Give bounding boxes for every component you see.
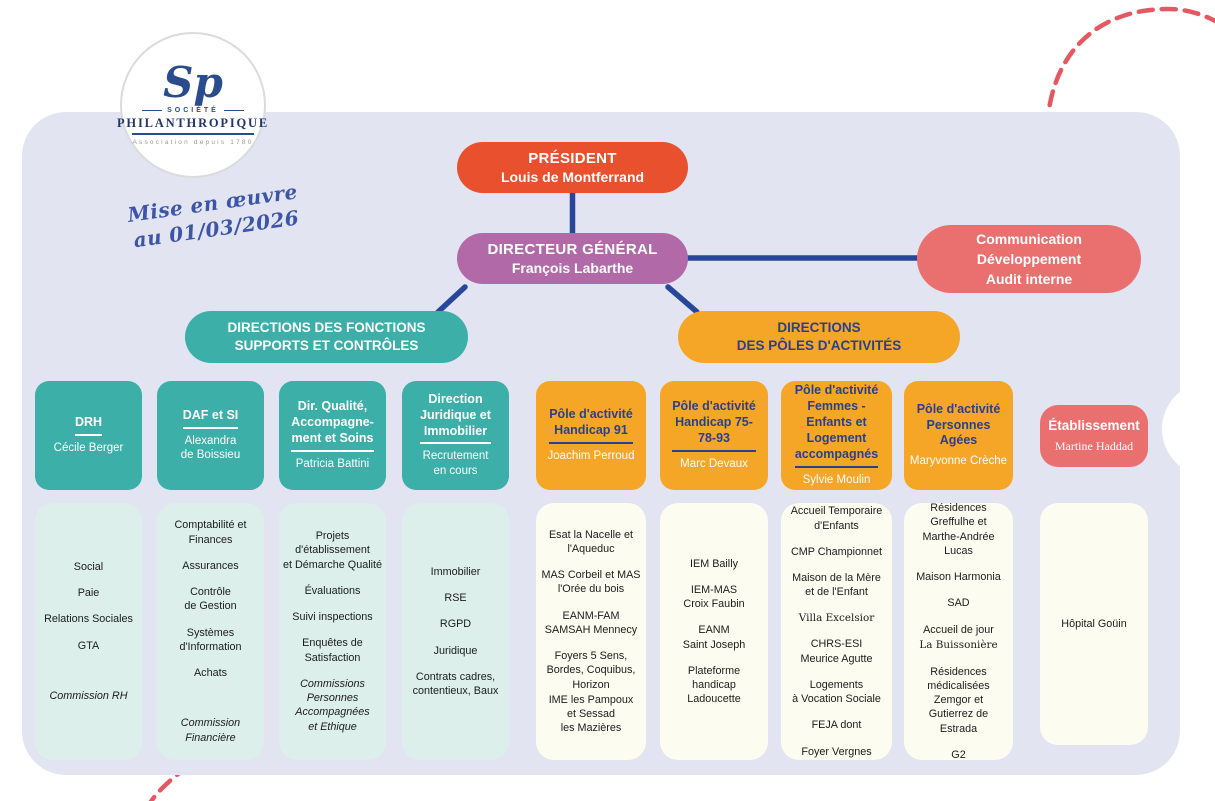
list-item: Commissions Personnes Accompagnées et Et… xyxy=(295,677,370,733)
list-item: RGPD xyxy=(439,618,472,631)
list-item: Juridique xyxy=(433,644,478,657)
column-name: Alexandra de Boissieu xyxy=(180,434,241,462)
list-item: Plateforme handicap Ladoucette xyxy=(687,664,741,706)
list-item: CHRS-ESI Meurice Agutte xyxy=(800,638,873,665)
list-item: GTA xyxy=(77,639,100,652)
branch-poles-activites: DIRECTIONS DES PÔLES D'ACTIVITÉS xyxy=(678,311,960,363)
list-item: Contrats cadres, contentieux, Baux xyxy=(412,670,499,697)
logo-monogram: Sp xyxy=(163,58,223,107)
director-title: DIRECTEUR GÉNÉRAL xyxy=(487,241,658,258)
list-item: Systèmes d'Information xyxy=(179,626,242,653)
list-item: SAD xyxy=(947,597,970,610)
list-item: Foyer Vergnes xyxy=(801,745,872,758)
president-title: PRÉSIDENT xyxy=(528,150,617,167)
list-item: G2 xyxy=(951,748,966,761)
logo-name: PHILANTHROPIQUE xyxy=(117,116,270,130)
column-title: Établissement xyxy=(1048,418,1140,434)
director-name: François Labarthe xyxy=(511,260,634,276)
list-item: La Buissonière xyxy=(919,638,998,651)
list-item: Contrôle de Gestion xyxy=(184,586,237,613)
logo-tagline: Association depuis 1780 xyxy=(132,139,254,146)
list-item: Social xyxy=(73,560,104,573)
column-title: DAF et SI xyxy=(182,408,239,429)
company-logo: Sp SOCIÉTÉ PHILANTHROPIQUE Association d… xyxy=(117,32,270,178)
dashed-arc-top-right xyxy=(1044,6,1215,131)
column-title: DRH xyxy=(74,415,103,436)
column-name: Sylvie Moulin xyxy=(802,473,871,486)
column-name: Recrutement en cours xyxy=(422,450,489,478)
list-item: Maison de la Mère et de l'Enfant xyxy=(792,572,881,599)
list-item: Esat la Nacelle et l'Aqueduc xyxy=(548,528,634,555)
list-item: Assurances xyxy=(182,559,239,572)
list-item: IEM-MAS Croix Faubin xyxy=(683,583,745,610)
list-item: CMP Championnet xyxy=(790,545,883,558)
list-item: Accueil Temporaire d'Enfants xyxy=(790,505,883,532)
list-item: Relations Sociales xyxy=(44,613,133,626)
column-list-qualite: Projets d'établissement et Démarche Qual… xyxy=(279,503,386,760)
column-name: Patricia Battini xyxy=(295,457,370,470)
column-title: Pôle d'activité Handicap 91 xyxy=(549,407,633,444)
column-title: Pôle d'activité Femmes - Enfants et Loge… xyxy=(794,383,879,468)
list-item: FEJA dont xyxy=(811,719,862,732)
column-name: Marc Devaux xyxy=(680,457,748,470)
column-list-personnes-agees: Résidences Greffulhe et Marthe-Andrée Lu… xyxy=(904,502,1013,761)
staff-functions-box: Communication Développement Audit intern… xyxy=(917,225,1141,293)
president-box: PRÉSIDENT Louis de Montferrand xyxy=(457,142,688,193)
column-name: Joachim Perroud xyxy=(547,449,635,462)
list-item: Suivi inspections xyxy=(292,611,373,624)
list-item: Villa Excelsior xyxy=(798,611,875,624)
president-name: Louis de Montferrand xyxy=(500,169,645,185)
list-item: Foyers 5 Sens, Bordes, Coquibus, Horizon xyxy=(546,650,636,691)
list-item: Logements à Vocation Sociale xyxy=(792,678,881,705)
list-item: Paie xyxy=(77,587,100,600)
list-item: EANM-FAM SAMSAH Mennecy xyxy=(544,609,638,636)
list-item: Enquêtes de Satisfaction xyxy=(302,637,363,664)
director-general-box: DIRECTEUR GÉNÉRAL François Labarthe xyxy=(457,233,688,284)
list-item: Commission Financière xyxy=(180,717,241,744)
list-item: Commission RH xyxy=(49,689,128,702)
column-name: Maryvonne Crèche xyxy=(909,455,1008,468)
column-header-drh: DRH Cécile Berger xyxy=(35,381,142,490)
list-item: MAS Corbeil et MAS l'Orée du bois xyxy=(541,569,641,596)
list-item: Accueil de jour xyxy=(923,623,994,636)
column-title: Pôle d'activité Handicap 75- 78-93 xyxy=(672,399,756,452)
column-name: Cécile Berger xyxy=(53,441,124,454)
column-list-etablissement: Hôpital Goüin xyxy=(1040,503,1148,745)
list-item: Maison Harmonia xyxy=(916,571,1001,584)
branch-supports-controles: DIRECTIONS DES FONCTIONS SUPPORTS ET CON… xyxy=(185,311,468,363)
list-item: Achats xyxy=(193,667,227,679)
logo-rule xyxy=(132,133,254,135)
list-item: IEM Bailly xyxy=(690,557,738,570)
list-item: Projets d'établissement et Démarche Qual… xyxy=(282,530,383,571)
logo-society-label: SOCIÉTÉ xyxy=(142,107,244,114)
column-header-handicap-91: Pôle d'activité Handicap 91 Joachim Perro… xyxy=(536,381,646,490)
column-header-daf-si: DAF et SI Alexandra de Boissieu xyxy=(157,381,264,490)
column-header-femmes-enfants-logement: Pôle d'activité Femmes - Enfants et Loge… xyxy=(781,381,892,490)
column-title: Dir. Qualité, Accompagne- ment et Soins xyxy=(291,399,374,452)
list-item: Comptabilité et Finances xyxy=(174,519,247,546)
list-item: EANM Saint Joseph xyxy=(682,624,746,651)
list-item: Hôpital Goüin xyxy=(1061,617,1127,630)
list-item: Évaluations xyxy=(304,584,361,597)
column-title: Direction Juridique et Immobilier xyxy=(420,392,491,445)
column-title: Pôle d'activité Personnes Agées xyxy=(916,401,1001,448)
list-item: Résidences Greffulhe et Marthe-Andrée Lu… xyxy=(922,502,995,557)
list-item: Résidences médicalisées Zemgor et Gutier… xyxy=(927,665,990,735)
column-name: Martine Haddad xyxy=(1054,439,1134,454)
list-item: Immobilier xyxy=(430,565,481,578)
list-item: IME les Pampoux et Sessad les Mazières xyxy=(548,693,634,735)
list-item: RSE xyxy=(444,592,467,604)
